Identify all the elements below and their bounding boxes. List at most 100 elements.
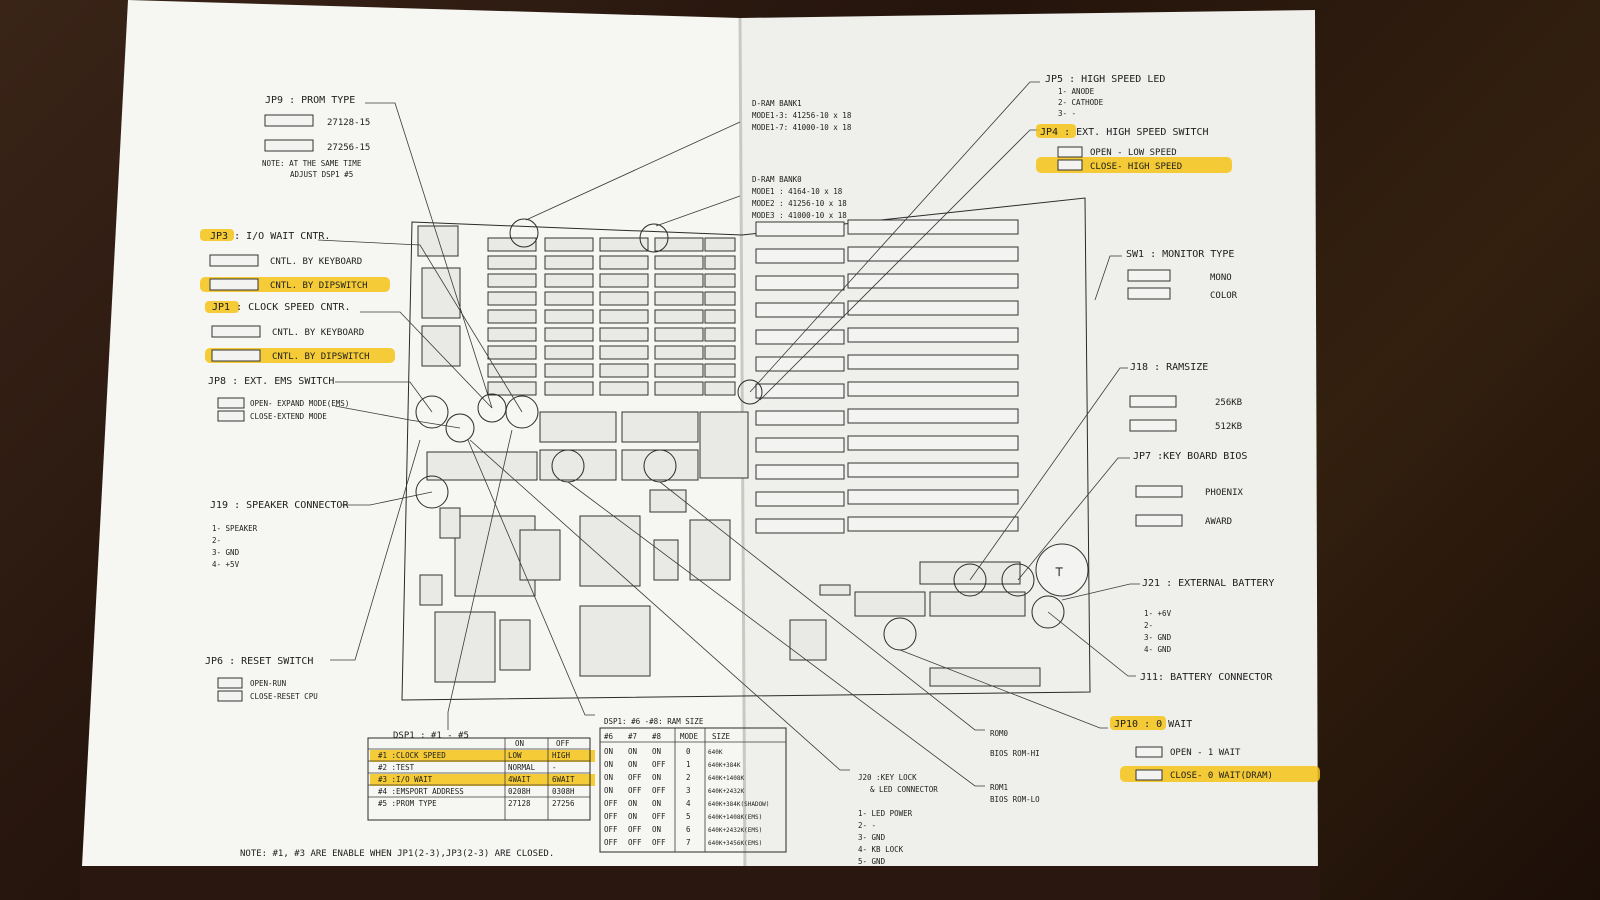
dsp1b-head-cell: MODE [680, 732, 699, 741]
dram-chip [704, 237, 736, 252]
dsp1b-cell: OFF [604, 812, 618, 821]
slot-long [847, 246, 1019, 262]
small-chip-1 [699, 411, 749, 479]
sw1-opt1: MONO [1210, 273, 1232, 283]
rom-chip-c [539, 449, 617, 481]
dram-chip [599, 345, 649, 360]
dsp1b-title: DSP1: #6 -#8: RAM SIZE [604, 717, 704, 726]
slot-short [755, 302, 845, 318]
slot-short [755, 221, 845, 237]
dram0-line1: MODE1 : 4164-10 x 18 [752, 187, 843, 196]
sw1-block: SW1 : MONITOR TYPE MONO COLOR [1126, 249, 1238, 301]
jp7-title: JP7 :KEY BOARD BIOS [1133, 451, 1247, 462]
jp10-title: JP10 : 0 WAIT [1114, 719, 1192, 730]
jp5-pin2: 2- CATHODE [1058, 98, 1104, 107]
dsp1b-cell: 7 [686, 838, 691, 847]
jp9-title: JP9 : PROM TYPE [265, 95, 355, 106]
j20-pin5: 5- GND [858, 857, 886, 866]
j20-pin2: 2- - [858, 821, 876, 830]
dram-chip [487, 291, 537, 306]
dsp1a-cell: 4WAIT [508, 775, 531, 784]
j18-title: J18 : RAMSIZE [1130, 362, 1208, 373]
chipset-b [579, 605, 651, 677]
dsp1a-cell: #1 :CLOCK SPEED [378, 751, 446, 760]
dram-chip [544, 309, 594, 324]
j19-title: J19 : SPEAKER CONNECTOR [210, 500, 349, 511]
dsp1b-cell: OFF [652, 838, 666, 847]
left-page [82, 0, 745, 878]
dsp1a-cell: 27128 [508, 799, 531, 808]
slot-long [847, 408, 1019, 424]
jp1-opt1: CNTL. BY KEYBOARD [272, 328, 364, 338]
dsp1a-cell: NORMAL [508, 763, 536, 772]
small-chip-6 [419, 574, 443, 606]
j18-block: J18 : RAMSIZE 256KB 512KB [1129, 362, 1242, 432]
dram-chip [599, 381, 649, 396]
j21-pin2: 2- [1144, 621, 1153, 630]
dram-chip [599, 327, 649, 342]
dsp1b-cell: 640K+384K [708, 762, 741, 769]
slot-long [847, 327, 1019, 343]
dsp1b-cell: 6 [686, 825, 691, 834]
bottom-chip-2 [929, 591, 1026, 617]
dram-chip [487, 255, 537, 270]
dram-bank0-note: D-RAM BANK0 MODE1 : 4164-10 x 18 MODE2 :… [752, 175, 847, 220]
dsp1b-cell: 640K+384K(SHADOW) [708, 801, 769, 808]
dram-chip [599, 273, 649, 288]
slot-short [755, 248, 845, 264]
callout-circles [415, 218, 1065, 651]
dram-chip [654, 381, 704, 396]
dram-chip [599, 291, 649, 306]
dram-chip [487, 363, 537, 378]
dram-chip [487, 345, 537, 360]
dram-chip [599, 363, 649, 378]
dram-chip [654, 327, 704, 342]
rom0-block: ROM0 BIOS ROM-HI [990, 729, 1040, 758]
dram-chip [599, 309, 649, 324]
dsp1a-cell: 0208H [508, 787, 531, 796]
dsp1a-cell: 27256 [552, 799, 575, 808]
jp5-title: JP5 : HIGH SPEED LED [1045, 74, 1165, 85]
j19-pin3: 3- GND [212, 548, 240, 557]
slot-short [755, 356, 845, 372]
j20-sub: & LED CONNECTOR [870, 785, 938, 794]
slot-short [755, 383, 845, 399]
dsp1a-cell: HIGH [552, 751, 571, 760]
j20-pin3: 3- GND [858, 833, 886, 842]
dsp1b-cell: OFF [628, 786, 642, 795]
dram0-title: D-RAM BANK0 [752, 175, 802, 184]
dram1-title: D-RAM BANK1 [752, 99, 802, 108]
jp1-block: JP1 : CLOCK SPEED CNTR. CNTL. BY KEYBOAR… [211, 302, 370, 362]
dsp1a-cell: #3 :I/O WAIT [378, 775, 433, 784]
dsp1a-title: DSP1 : #1 - #5 [393, 731, 469, 741]
jp3-opt1: CNTL. BY KEYBOARD [270, 257, 362, 267]
dsp1b-cell: OFF [652, 786, 666, 795]
dram-chip [704, 273, 736, 288]
dsp1b-cell: ON [604, 773, 613, 782]
jp1-opt2: CNTL. BY DIPSWITCH [272, 352, 370, 362]
dsp1b-cell: OFF [652, 812, 666, 821]
dram-chip [599, 255, 649, 270]
dram-chip [704, 291, 736, 306]
slot-short [755, 491, 845, 507]
dsp1b-cell: ON [604, 747, 613, 756]
slot-short [755, 518, 845, 534]
jp7-opt2: AWARD [1205, 517, 1232, 527]
j20-title: J20 :KEY LOCK [858, 773, 917, 782]
dsp1b-cell: ON [604, 786, 613, 795]
dram-chip [544, 237, 594, 252]
dsp1a-cell: #2 :TEST [378, 763, 415, 772]
dsp1b-cell: 640K+1408K(EMS) [708, 814, 762, 821]
dram-chip [654, 363, 704, 378]
dram-chip [654, 255, 704, 270]
dsp1b-cell: OFF [628, 773, 642, 782]
j21-pin3: 3- GND [1144, 633, 1172, 642]
dsp1b-cell: OFF [628, 825, 642, 834]
rom-chip-d [621, 449, 699, 481]
rom1-title: ROM1 [990, 783, 1008, 792]
j19-pin4: 4- +5V [212, 560, 240, 569]
dsp1a-cell: 0308H [552, 787, 575, 796]
dram-chip [654, 237, 704, 252]
dram-chip [544, 381, 594, 396]
